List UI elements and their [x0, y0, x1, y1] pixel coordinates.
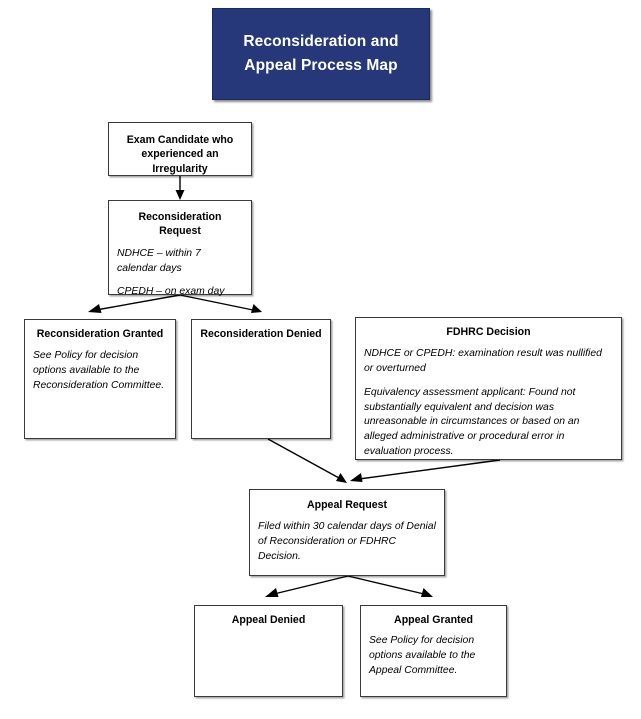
node-appeal-granted[interactable]: Appeal Granted See Policy for decision o… [360, 605, 507, 697]
node-appeal-request[interactable]: Appeal Request Filed within 30 calendar … [249, 489, 445, 576]
connector-denied-to-appeal-request [267, 438, 347, 483]
node-reconsideration-denied[interactable]: Reconsideration Denied [191, 319, 331, 439]
connector-candidate-to-request [175, 176, 185, 200]
node-fdhrc-decision[interactable]: FDHRC Decision NDHCE or CPEDH: examinati… [355, 317, 622, 460]
connector-fdhrc-to-appeal-request [350, 459, 501, 482]
node-appeal-request-body-1: Filed within 30 calendar days of Denial … [258, 521, 436, 562]
page-title-line2: Appeal Process Map [244, 57, 398, 74]
page-title-banner: Reconsideration and Appeal Process Map [212, 8, 430, 100]
connector-appeal-request-to-denied [265, 575, 349, 597]
node-fdhrc-decision-body-1: NDHCE or CPEDH: examination result was n… [364, 348, 602, 375]
node-reconsideration-request[interactable]: Reconsideration Request NDHCE – within 7… [108, 200, 252, 297]
node-appeal-granted-title: Appeal Granted [394, 614, 473, 626]
node-exam-candidate-title: Exam Candidate who experienced an Irregu… [126, 134, 234, 175]
node-appeal-denied-title: Appeal Denied [231, 614, 306, 626]
node-reconsideration-request-body-1: NDHCE – within 7 calendar days [117, 247, 201, 274]
page-title-line1: Reconsideration and [243, 32, 399, 50]
node-reconsideration-request-title: Reconsideration Request [138, 211, 222, 238]
node-appeal-granted-body-1: See Policy for decision options availabl… [369, 635, 476, 676]
node-reconsideration-granted-body-1: See Policy for decision options availabl… [33, 350, 165, 391]
node-exam-candidate[interactable]: Exam Candidate who experienced an Irregu… [108, 122, 252, 176]
node-appeal-denied[interactable]: Appeal Denied [194, 605, 343, 697]
node-reconsideration-granted-title: Reconsideration Granted [36, 328, 164, 340]
node-fdhrc-decision-title: FDHRC Decision [446, 326, 531, 338]
node-reconsideration-granted[interactable]: Reconsideration Granted See Policy for d… [24, 319, 176, 439]
node-reconsideration-denied-title: Reconsideration Denied [200, 328, 322, 340]
node-appeal-request-title: Appeal Request [306, 499, 388, 511]
page-title: Reconsideration and Appeal Process Map [233, 30, 408, 78]
node-fdhrc-decision-body-2: Equivalency assessment applicant: Found … [364, 386, 580, 457]
node-reconsideration-request-body-2: CPEDH – on exam day [117, 286, 225, 298]
connector-appeal-request-to-granted [347, 575, 433, 597]
